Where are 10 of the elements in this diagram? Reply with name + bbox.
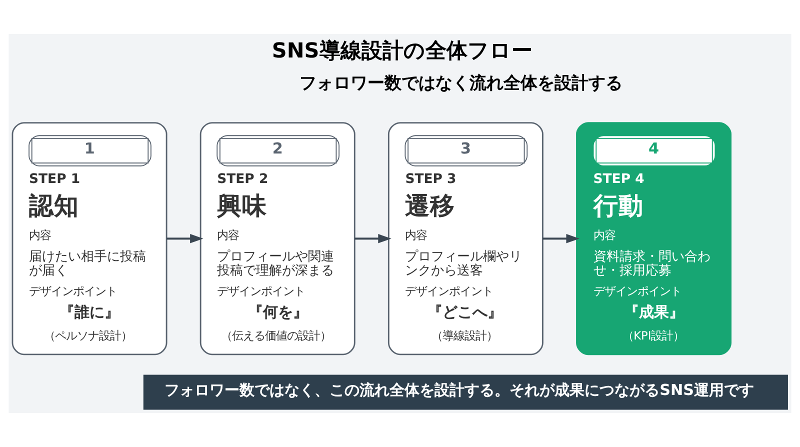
node-box: 1 STEP 1 認知 内容 届けたい相手に投稿が届く デザインポイント 『誰に』 （ペルソナ設計）	[12, 122, 168, 356]
node-box: 2 STEP 2 興味 内容 プロフィールや関連投稿で理解が深まる デザインポイント 『何を』 （伝える価値の設計）	[200, 122, 356, 356]
arrow	[354, 234, 392, 244]
label: フォロワー数ではなく流れ全体を設計する	[299, 73, 622, 94]
arrow	[542, 234, 580, 244]
node-box: 3 STEP 3 遷移 内容 プロフィール欄やリンクから送客 デザインポイント 『どこへ』 （導線設計）	[388, 122, 544, 356]
node-box: 4 STEP 4 行動 内容 資料請求・問い合わせ・採用応募 デザインポイント 『成果』 （KPI設計）	[576, 122, 732, 356]
arrow	[166, 234, 204, 244]
caption: フォロワー数ではなく、この流れ全体を設計する。それが成果につながるSNS運用です	[164, 380, 754, 399]
diagram-title: SNS導線設計の全体フロー	[272, 38, 532, 62]
